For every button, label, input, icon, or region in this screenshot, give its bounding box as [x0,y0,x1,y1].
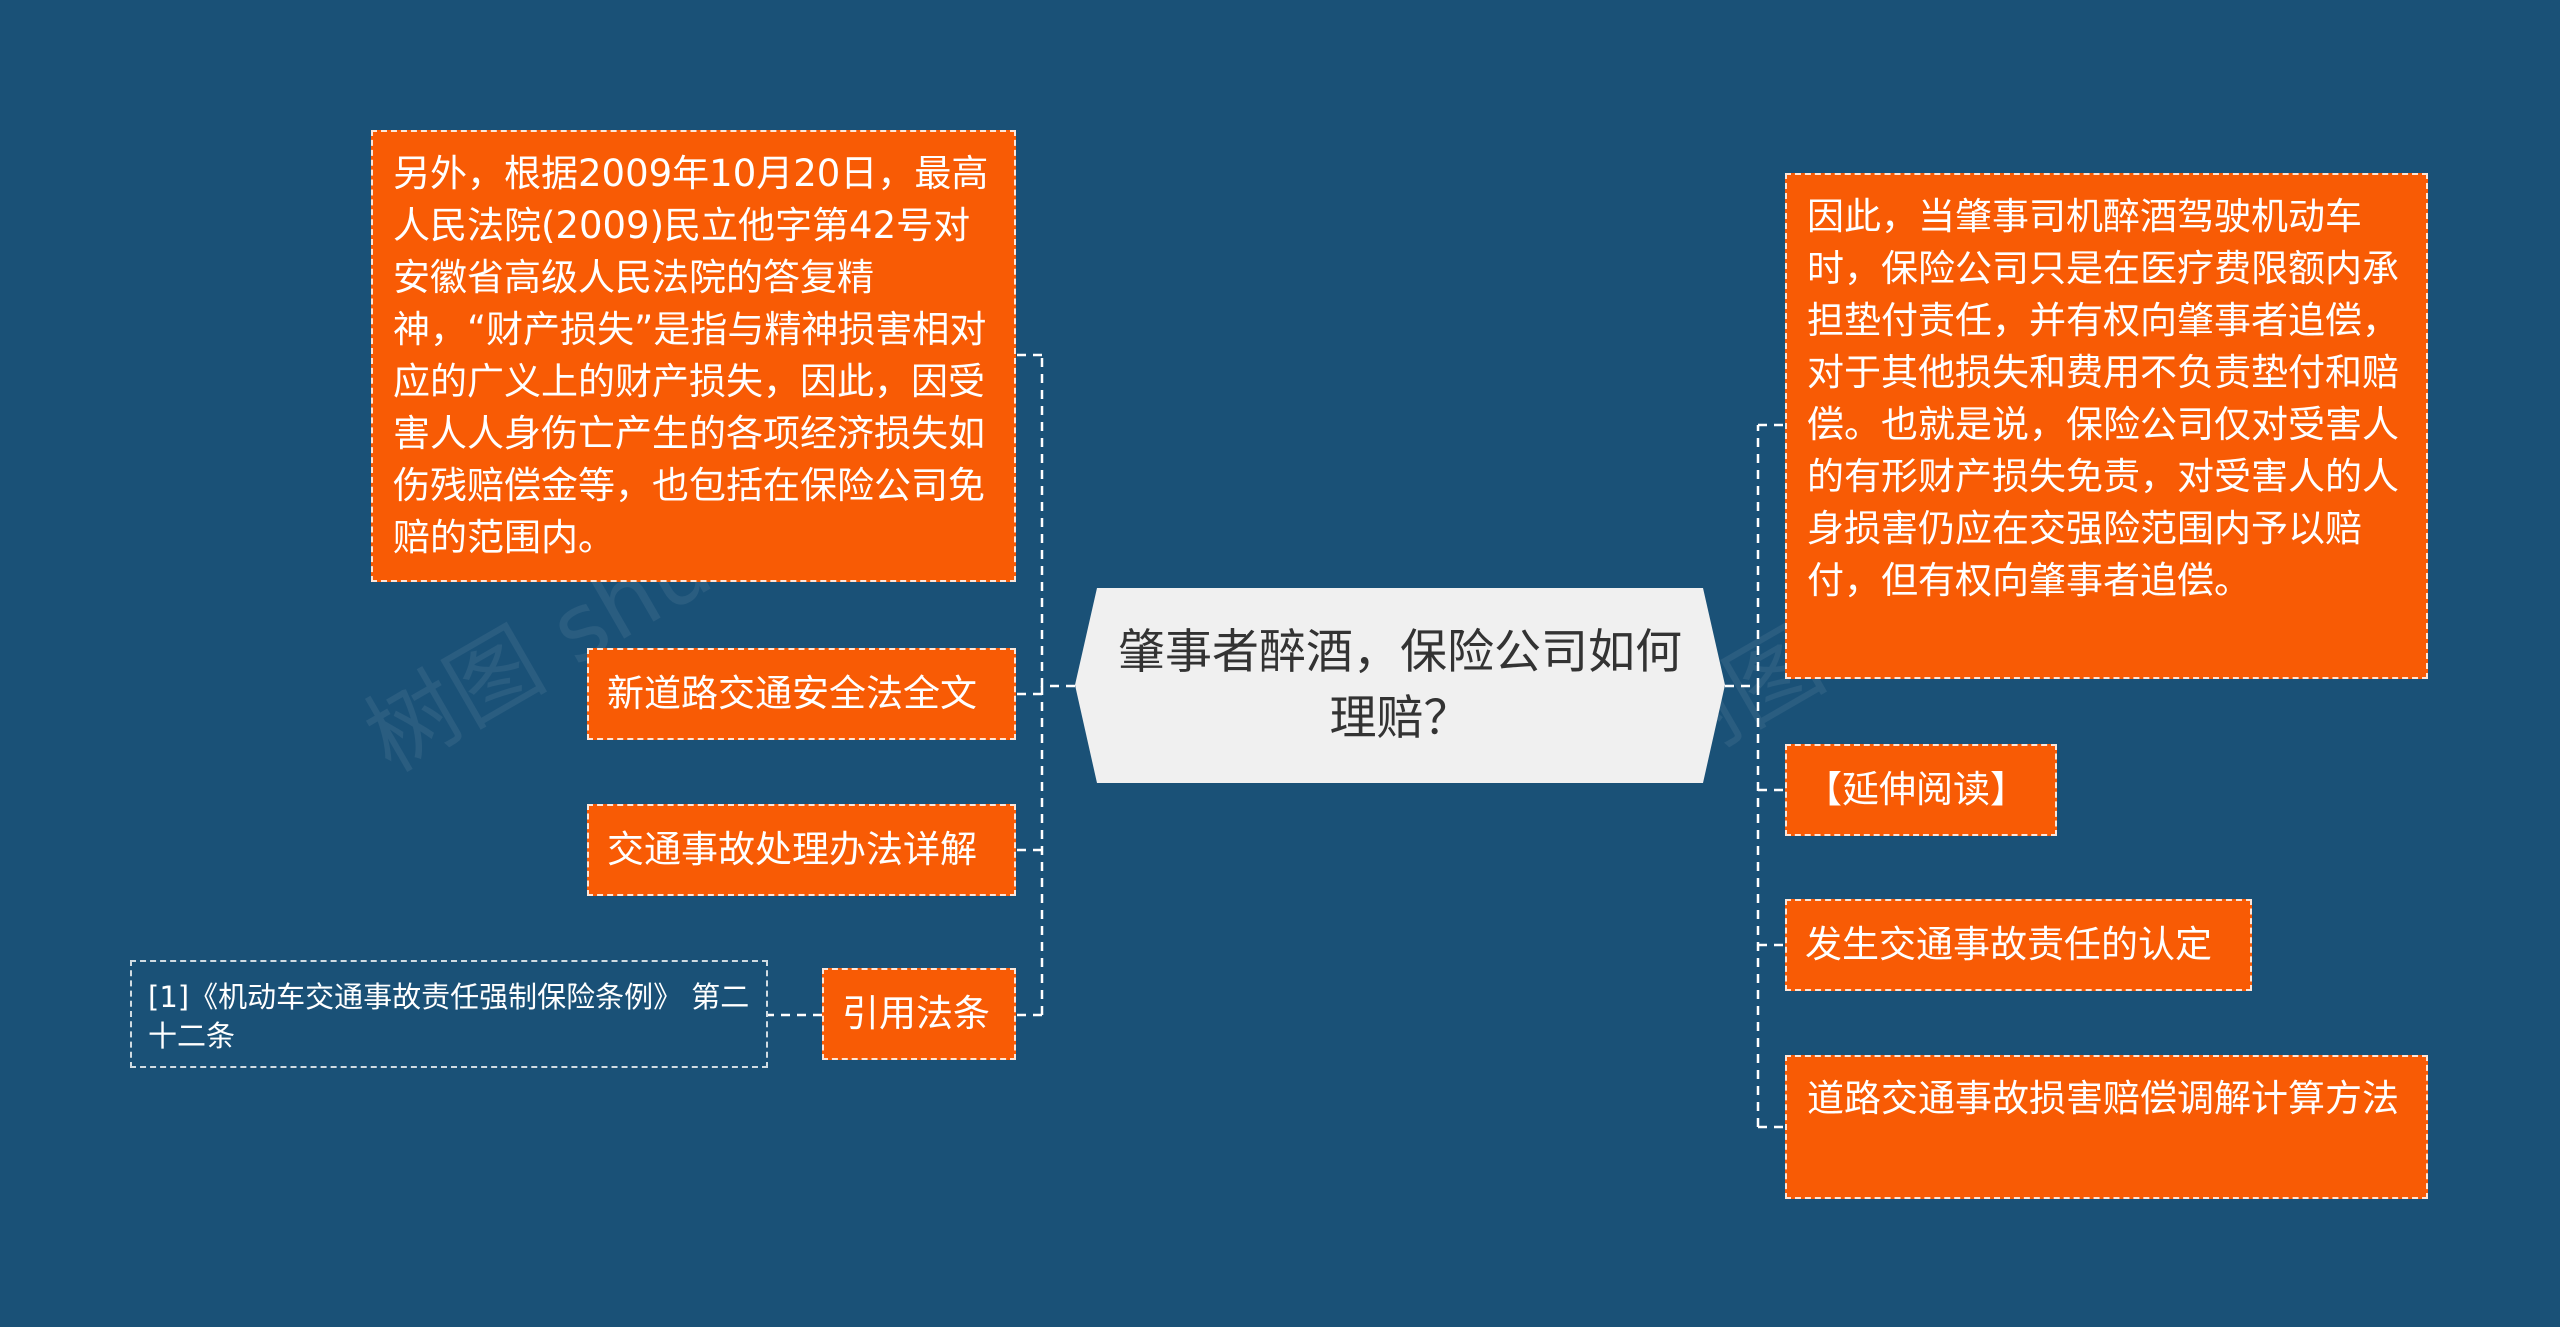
central-topic[interactable]: 肇事者醉酒，保险公司如何理赔？ [1075,588,1725,783]
right-calc-node[interactable]: 道路交通事故损害赔偿调解计算方法 [1785,1055,2428,1199]
right-read-node[interactable]: 【延伸阅读】 [1785,744,2057,836]
left-accident-node[interactable]: 交通事故处理办法详解 [587,804,1016,896]
left-law-node[interactable]: 新道路交通安全法全文 [587,648,1016,740]
link-center-right-trunk [1725,425,1760,688]
left-note-node[interactable]: 另外，根据2009年10月20日，最高人民法院(2009)民立他字第42号对安徽… [371,130,1016,582]
central-topic-shape [1075,588,1725,783]
right-resp-node[interactable]: 发生交通事故责任的认定 [1785,899,2252,991]
right-note-node[interactable]: 因此，当肇事司机醉酒驾驶机动车时，保险公司只是在医疗费限额内承担垫付责任，并有权… [1785,173,2428,679]
link-center-left-trunk [1040,355,1075,688]
citation-note[interactable]: [1]《机动车交通事故责任强制保险条例》 第二十二条 [130,960,768,1068]
central-topic-title: 肇事者醉酒，保险公司如何理赔？ [1118,624,1682,746]
left-cite-node[interactable]: 引用法条 [822,968,1016,1060]
